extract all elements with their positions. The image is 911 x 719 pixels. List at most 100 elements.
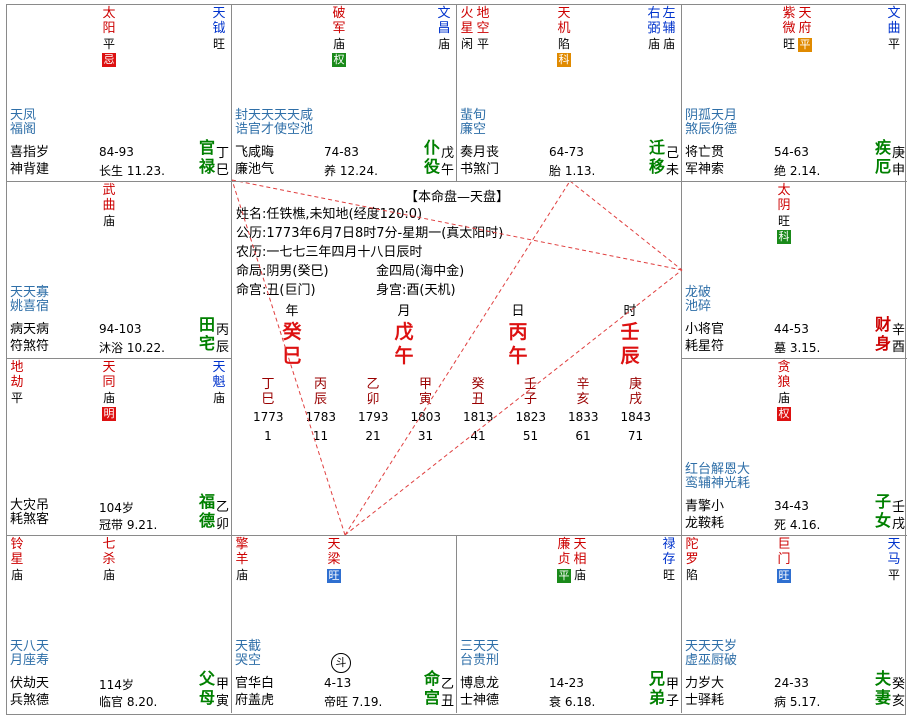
minor-stars: 封天天天天咸诰官才使空池 — [235, 109, 313, 137]
shen-sha-rowA: 力岁大 — [685, 676, 725, 691]
wuxing-ju: 金四局(海中金) — [376, 264, 465, 279]
major-star: 文曲平 — [887, 6, 901, 52]
shen-sha-rowB: 符煞符 — [10, 339, 50, 354]
major-star: 陀罗陷 — [685, 537, 699, 583]
major-star: 天马平 — [887, 537, 901, 583]
palace-ganzhi: 甲子 — [666, 676, 679, 710]
dayun-zhi: 辰 — [313, 392, 327, 407]
star-name: 破军 — [332, 6, 346, 36]
minor-star-line: 三天天 — [460, 639, 500, 654]
palace-ganzhi: 甲寅 — [216, 676, 229, 710]
dayun-year: 1833 — [568, 410, 599, 424]
dayun-zhi: 巳 — [261, 392, 275, 407]
major-star: 文昌庙 — [437, 6, 451, 52]
pillar-zhi: 午 — [394, 345, 414, 367]
dayun-year: 1783 — [305, 410, 337, 424]
dayun-age: 41 — [470, 429, 486, 443]
birth-name: 姓名:任铁樵,未知地(经度120:0) — [236, 207, 423, 222]
palace-ganzhi: 庚申 — [892, 145, 905, 179]
dayun-year: 1803 — [410, 410, 442, 424]
major-star: 太阴旺科 — [777, 183, 791, 244]
sihua-badge: 科 — [557, 53, 571, 67]
ganzhi-char: 戊 — [441, 146, 455, 161]
palace-name: 命宫 — [423, 669, 440, 707]
minor-star-line: 大灾吊 — [10, 498, 50, 513]
minor-stars: 天截哭空 — [235, 640, 261, 668]
shen-sha-rowA: 病天病 — [10, 322, 50, 337]
star-name: 巨门 — [777, 537, 791, 567]
star-name: 擎羊 — [235, 537, 249, 567]
star-name: 天机 — [557, 6, 571, 36]
lunar-date: 农历:一七七三年四月十八日辰时 — [236, 245, 423, 260]
shen-sha-rowA: 喜指岁 — [10, 145, 50, 160]
star-name: 天相 — [573, 537, 587, 567]
dayun-age: 11 — [312, 429, 329, 443]
minor-star-line: 天天天岁 — [685, 639, 738, 654]
daxian-age: 24-33 — [774, 676, 809, 690]
star-brightness: 平 — [10, 391, 23, 405]
ganzhi-char: 子 — [666, 694, 680, 709]
shen-sha-rowB: 神背建 — [10, 162, 50, 177]
dayun-year: 1773 — [253, 410, 284, 424]
ganzhi-char: 己 — [666, 146, 680, 161]
minor-stars: 天天天岁虚巫厨破 — [685, 640, 737, 668]
minor-stars: 三天天台贵刑 — [460, 640, 499, 668]
star-name: 文昌 — [437, 6, 451, 36]
star-brightness: 陷 — [557, 37, 570, 51]
star-brightness: 旺 — [777, 214, 790, 228]
star-brightness: 平 — [887, 37, 900, 51]
dayun-age: 61 — [575, 429, 591, 443]
palace-ganzhi: 辛酉 — [892, 322, 905, 356]
major-star: 天府平 — [798, 6, 812, 52]
major-star: 贪狼庙权 — [777, 360, 791, 421]
dayun-age: 21 — [365, 429, 381, 443]
palace-ganzhi: 丁巳 — [216, 145, 229, 179]
star-name: 天魁 — [212, 360, 226, 390]
ganzhi-char: 甲 — [666, 677, 680, 692]
ganzhi-char: 甲 — [216, 677, 230, 692]
palace-name: 迁移 — [648, 138, 665, 176]
sihua-badge: 科 — [777, 230, 791, 244]
shen-sha-rowB: 府盖虎 — [235, 693, 275, 708]
major-star: 左辅庙 — [662, 6, 676, 52]
palace-ganzhi: 丙辰 — [216, 322, 229, 356]
major-star: 破军庙权 — [332, 6, 346, 67]
pillar-gan: 癸 — [282, 321, 302, 343]
pillar-zhi: 午 — [508, 345, 528, 367]
shen-gong: 身宫:酉(天机) — [376, 283, 456, 298]
shen-sha-rowB: 军神索 — [685, 162, 725, 177]
minor-stars: 天天寡姚喜宿 — [10, 286, 49, 314]
dayun-zhi: 寅 — [418, 392, 432, 407]
palace-name: 子女 — [874, 492, 891, 530]
palace-name: 福德 — [198, 492, 215, 530]
ganzhi-char: 丙 — [216, 323, 230, 338]
ganzhi-char: 未 — [666, 163, 680, 178]
shen-sha-rowB: 书煞门 — [460, 162, 500, 177]
dayun-year: 1843 — [620, 410, 652, 424]
palace-name: 官禄 — [198, 138, 215, 176]
star-name: 地劫 — [10, 360, 24, 390]
ganzhi-char: 乙 — [441, 677, 455, 692]
star-brightness: 平 — [476, 37, 489, 51]
minor-star-line: 廉空 — [460, 122, 487, 137]
ganzhi-char: 戌 — [892, 517, 906, 532]
star-name: 贪狼 — [777, 360, 791, 390]
dayun-gan: 壬 — [523, 377, 537, 392]
sihua-badge: 权 — [777, 407, 791, 421]
shen-sha-rowB: 龙鞍耗 — [685, 516, 725, 531]
